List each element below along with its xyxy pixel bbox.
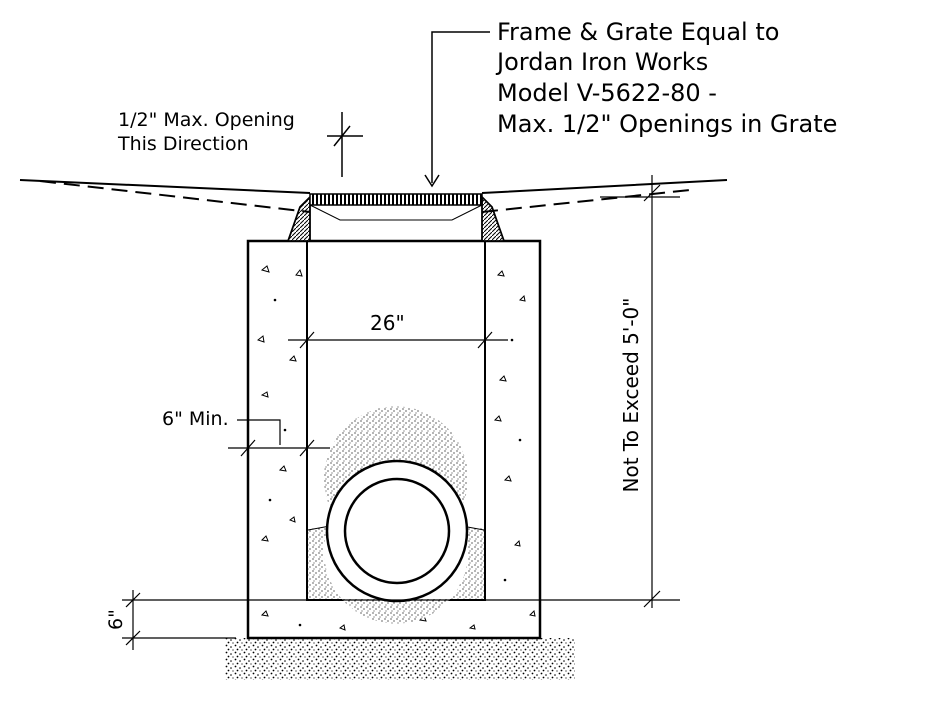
opening-note-line-2: This Direction <box>117 133 249 155</box>
grate-callout-leader <box>431 31 490 183</box>
frame-left <box>286 194 311 242</box>
base-thickness-dimension <box>122 590 680 650</box>
ground-dashed-line <box>39 180 691 213</box>
inner-width-label: 26" <box>370 311 405 335</box>
pipe-inner <box>343 477 451 585</box>
grate-callout-line-2: Jordan Iron Works <box>495 48 708 76</box>
concrete-aggregate <box>256 265 536 631</box>
grate-callout-line-4: Max. 1/2" Openings in Grate <box>497 110 837 138</box>
wall-min-dimension <box>228 419 330 457</box>
opening-direction-tick <box>327 112 363 177</box>
grate-callout-line-1: Frame & Grate Equal to <box>497 18 779 46</box>
wall-min-label: 6" Min. <box>162 408 229 430</box>
ground-line <box>19 179 728 194</box>
concrete-structure <box>246 239 542 640</box>
grate-callout-line-3: Model V-5622-80 - <box>497 79 717 107</box>
max-depth-label: Not To Exceed 5'-0" <box>619 298 643 493</box>
gravel-bedding <box>225 638 575 680</box>
max-depth-dimension <box>600 175 680 608</box>
base-thickness-label: 6" <box>105 609 127 630</box>
inner-width-dimension <box>288 331 508 349</box>
opening-note-line-1: 1/2" Max. Opening <box>118 109 295 131</box>
grate <box>309 193 483 206</box>
frame-right <box>481 194 506 242</box>
